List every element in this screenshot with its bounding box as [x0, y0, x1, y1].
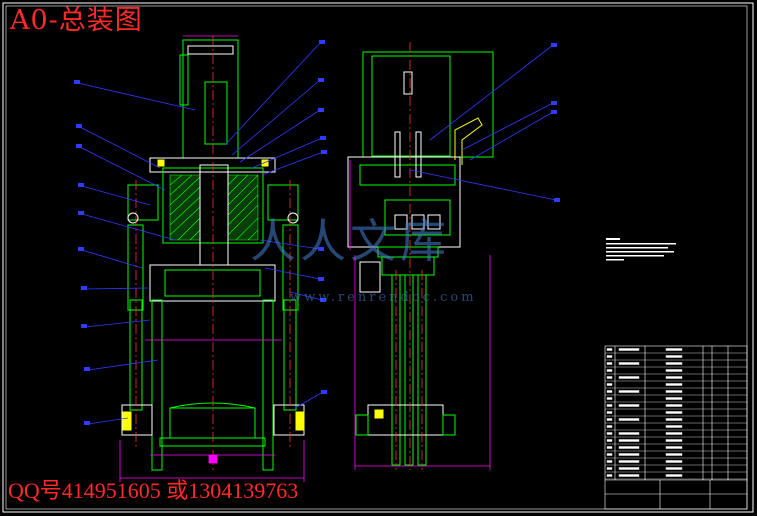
- parts-list-cell: [618, 467, 640, 470]
- parts-list-cell: [618, 362, 640, 365]
- front-accents: [122, 159, 305, 431]
- parts-list-cell: [606, 439, 613, 442]
- parts-list-cell: [665, 467, 683, 470]
- parts-list-cell: [606, 348, 613, 351]
- parts-list-cell: [606, 362, 613, 365]
- parts-list-cell: [665, 453, 683, 456]
- parts-list-cell: [618, 446, 640, 449]
- parts-list-cell: [606, 453, 613, 456]
- parts-list-cell: [618, 348, 640, 351]
- front-dimensions: [119, 35, 305, 482]
- parts-list-cell: [606, 432, 613, 435]
- parts-list-cell: [618, 376, 640, 379]
- watermark-text: 人人文库: [250, 214, 450, 268]
- contact-info: QQ号414951605 或1304139763: [8, 478, 299, 503]
- parts-list-cell: [665, 376, 683, 379]
- parts-list-cell: [665, 397, 683, 400]
- inner-frame: [5, 5, 748, 510]
- parts-list-cell: [606, 474, 613, 477]
- parts-list-cell: [665, 348, 683, 351]
- leader-lines: [77, 41, 557, 425]
- parts-list-cell: [606, 404, 613, 407]
- parts-list-cell: [618, 439, 640, 442]
- front-centerlines: [135, 36, 291, 470]
- parts-list-cell: [665, 404, 683, 407]
- parts-list-cell: [606, 467, 613, 470]
- side-centerlines: [395, 42, 423, 470]
- parts-list-cell: [665, 446, 683, 449]
- parts-list-cell: [618, 453, 640, 456]
- parts-list-cell: [618, 390, 640, 393]
- parts-list-cell: [606, 425, 613, 428]
- parts-list-cell: [606, 411, 613, 414]
- side-view: [347, 51, 494, 466]
- parts-list-cell: [606, 369, 613, 372]
- parts-list-cell: [665, 418, 683, 421]
- parts-list-cell: [665, 460, 683, 463]
- watermark-url: www.renrendoc.com: [290, 290, 477, 305]
- parts-list-cell: [665, 362, 683, 365]
- parts-list-cell: [665, 425, 683, 428]
- parts-list-cell: [618, 474, 640, 477]
- parts-list-cell: [606, 383, 613, 386]
- parts-list-cell: [665, 474, 683, 477]
- parts-list-cell: [618, 432, 640, 435]
- parts-list-cell: [606, 397, 613, 400]
- technical-notes: [606, 238, 676, 261]
- parts-list-cell: [606, 376, 613, 379]
- parts-list-cell: [606, 390, 613, 393]
- parts-list-cell: [618, 404, 640, 407]
- parts-list-cell: [618, 418, 640, 421]
- parts-list-cell: [606, 355, 613, 358]
- parts-list-cell: [665, 369, 683, 372]
- parts-list-cell: [618, 460, 640, 463]
- parts-list-rows: [605, 348, 747, 480]
- side-pins: [394, 131, 422, 178]
- hatch-body: [169, 174, 259, 241]
- parts-list-cell: [606, 460, 613, 463]
- parts-list-cell: [606, 446, 613, 449]
- parts-list-cell: [665, 439, 683, 442]
- side-accents: [374, 117, 483, 419]
- side-dimensions: [349, 160, 491, 470]
- parts-list-cell: [665, 383, 683, 386]
- parts-list-cell: [665, 355, 683, 358]
- front-view: [121, 39, 305, 471]
- parts-list-cell: [665, 432, 683, 435]
- drawing-title: A0-总装图: [10, 5, 143, 36]
- parts-list-cell: [665, 390, 683, 393]
- parts-list-cell: [606, 418, 613, 421]
- leader-tags: [74, 40, 560, 425]
- parts-list: [604, 345, 748, 510]
- parts-list-cell: [665, 411, 683, 414]
